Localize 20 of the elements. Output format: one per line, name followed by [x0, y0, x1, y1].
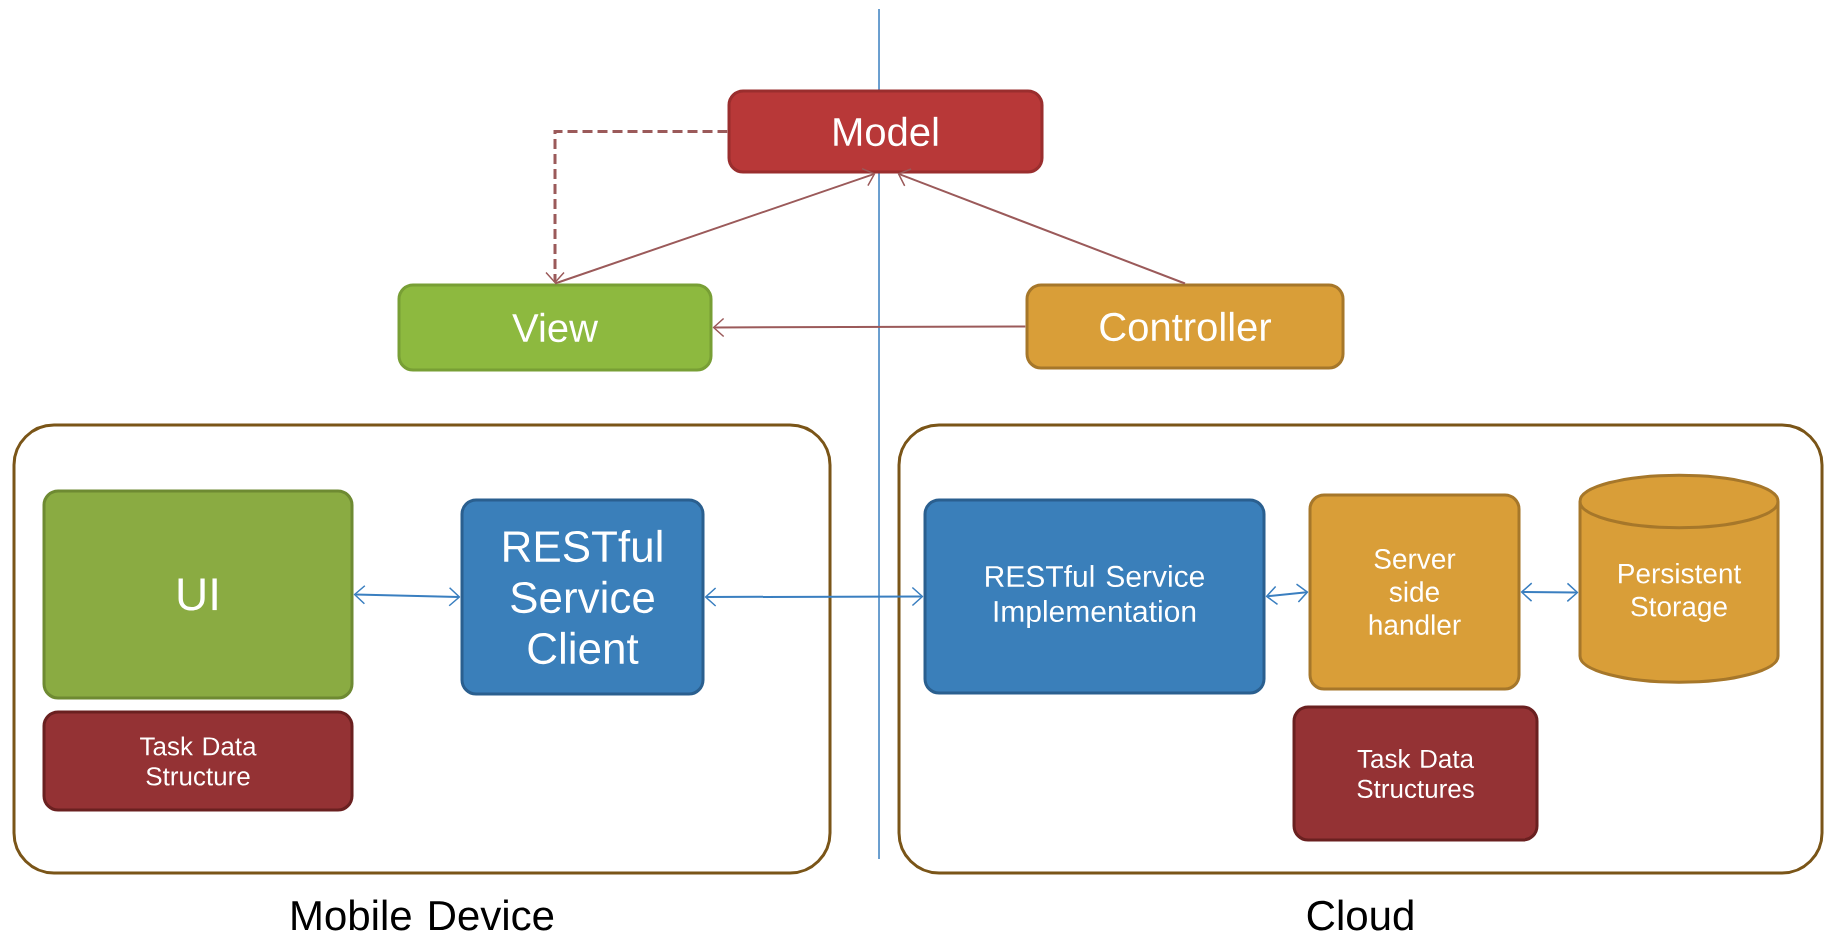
arrow — [704, 586, 924, 607]
container-label: Mobile Device — [292, 899, 554, 931]
data-structure-box: Task Data Structure — [42, 710, 354, 812]
container-label: Cloud — [1307, 899, 1413, 931]
arrow — [353, 585, 461, 607]
model-box: Model — [727, 89, 1044, 174]
client-box: RESTful Service Client — [460, 498, 705, 696]
service-box: RESTful Service Implementation — [923, 498, 1266, 695]
controller-box: Controller — [1025, 283, 1345, 370]
arrow — [712, 317, 1027, 338]
arrow — [1520, 582, 1579, 603]
arrow — [897, 168, 1186, 285]
storage-cylinder: Persistent Storage — [1578, 473, 1780, 684]
ui-box: UI — [42, 489, 354, 700]
arrow — [545, 130, 728, 284]
arrow — [554, 167, 876, 285]
arrow — [1265, 583, 1309, 606]
data-structures-box: Task Data Structures — [1292, 705, 1539, 842]
handler-box: Server side handler — [1308, 493, 1521, 691]
view-box: View — [397, 283, 713, 372]
